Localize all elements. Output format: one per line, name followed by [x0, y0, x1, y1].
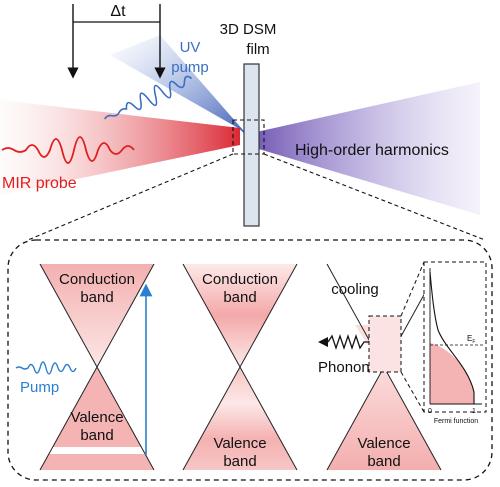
zoom-panel-border [7, 239, 493, 481]
panel3-phonon-label: Phonon [318, 359, 370, 376]
fermi-x0-tick: 0 [428, 408, 432, 415]
mir-probe-label: MIR probe [2, 175, 77, 192]
panel1-valence-label-2: band [80, 427, 113, 444]
delta-t-label: Δt [110, 3, 126, 20]
zoom-line-right [263, 153, 486, 241]
panel1-conduction-fill [40, 264, 154, 367]
mir-probe-pulse [1, 136, 135, 164]
panel2-conduction-label-1: Conduction [202, 271, 278, 288]
zoom-line-left [27, 153, 234, 241]
panel1-valence-fill [40, 367, 154, 470]
panel3-valence-label-2: band [367, 453, 400, 470]
harmonics-label: High-order harmonics [295, 142, 449, 159]
panel1-conduction-label-2: band [80, 289, 113, 306]
uv-pump-label-line1: UV [180, 39, 201, 56]
uv-pump-pulse [103, 75, 193, 120]
focus-region-box [232, 119, 265, 155]
panel2-valence-fill [183, 367, 297, 470]
panel3-phonon-wave [327, 333, 372, 351]
panel1-pump-pulse [15, 361, 77, 375]
fermi-level-label: EF [467, 334, 475, 345]
panel-cooling: cooling Valence band Phonon EF 0 1 Fermi… [318, 261, 487, 471]
film-label-line1: 3D DSM [220, 21, 277, 38]
panel3-zoom-box [368, 315, 402, 373]
panel1-pump-label: Pump [20, 379, 59, 396]
dsm-film [243, 63, 260, 227]
panel3-valence-fill [327, 367, 441, 470]
fermi-occupied-fill [430, 343, 474, 404]
panel2-conduction-fill [183, 264, 297, 367]
panel2-valence-label-2: band [223, 453, 256, 470]
panel-pump-excitation: Conduction band Valence band Pump [15, 263, 155, 471]
fermi-x1-tick: 1 [472, 408, 476, 415]
film-label-line2: film [246, 41, 269, 58]
panel1-valence-label-1: Valence [70, 409, 123, 426]
fermi-curve [429, 271, 475, 404]
panel2-conduction-label-2: band [223, 289, 256, 306]
fermi-x-label: Fermi function [434, 418, 478, 425]
panel1-hole-band [44, 447, 150, 454]
panel1-cone-line-b [39, 263, 155, 471]
panel2-valence-label-1: Valence [213, 435, 266, 452]
panel1-conduction-label-1: Conduction [59, 271, 135, 288]
panel3-valence-label-1: Valence [357, 435, 410, 452]
panel3-zoom-line-bottom [400, 371, 425, 413]
panel3-cooling-label: cooling [331, 281, 379, 298]
panel3-zoom-line-top [400, 261, 425, 317]
panel2-cone-line-b [182, 263, 298, 471]
top-schematic: Δt UV pump 3D DSM film MIR probe High-or… [0, 3, 486, 241]
panel-thermalization: Conduction band Valence band [182, 263, 298, 471]
uv-pump-label-line2: pump [171, 59, 209, 76]
mir-probe-beam [0, 100, 240, 195]
panel3-phonon-arrowhead [318, 337, 328, 347]
harmonics-beam [252, 82, 480, 215]
